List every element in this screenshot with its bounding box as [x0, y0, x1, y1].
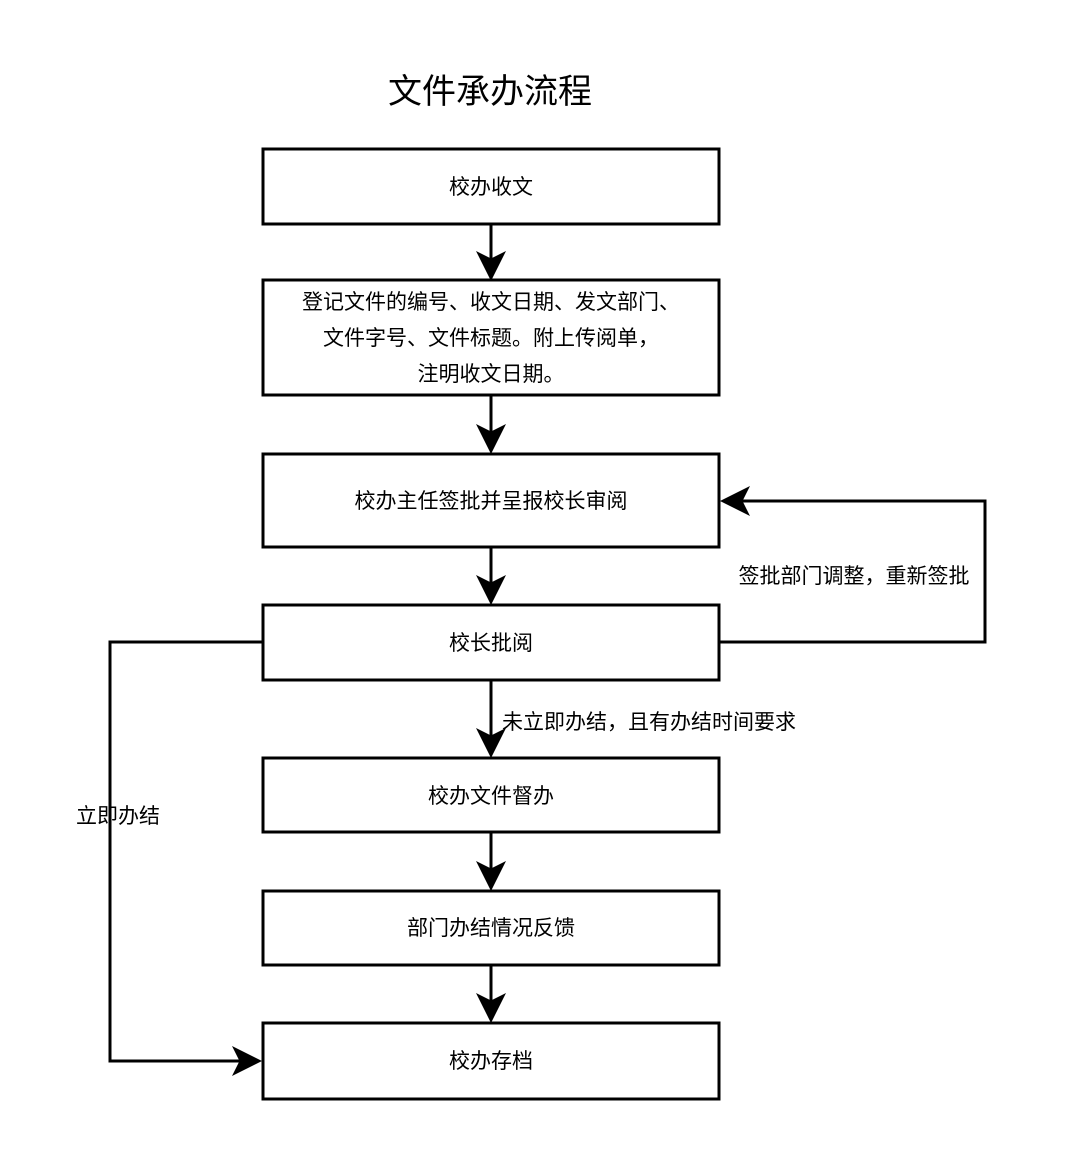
node-principal-review-label: 校长批阅 [449, 631, 533, 655]
node-receive-label: 校办收文 [449, 175, 533, 199]
node-archive: 校办存档 [261, 1021, 721, 1101]
label-not-immediate: 未立即办结，且有办结时间要求 [502, 710, 796, 734]
node-director-review: 校办主任签批并呈报校长审阅 [261, 452, 721, 549]
label-readjust: 签批部门调整，重新签批 [739, 564, 970, 588]
node-feedback: 部门办结情况反馈 [261, 889, 721, 967]
arrow-readjust-loop [720, 486, 987, 644]
node-archive-label: 校办存档 [449, 1049, 533, 1073]
node-register-line-2: 文件字号、文件标题。附上传阅单， [323, 326, 659, 350]
arrow-immediate-to-archive [108, 640, 263, 1076]
node-director-review-label: 校办主任签批并呈报校长审阅 [355, 489, 628, 513]
node-register-line-1: 登记文件的编号、收文日期、发文部门、 [302, 290, 680, 314]
diagram-title: 文件承办流程 [388, 72, 592, 112]
node-supervise: 校办文件督办 [261, 756, 721, 834]
node-principal-review: 校长批阅 [261, 603, 721, 682]
node-register: 登记文件的编号、收文日期、发文部门、 文件字号、文件标题。附上传阅单， 注明收文… [261, 278, 721, 397]
node-register-line-3: 注明收文日期。 [418, 362, 565, 386]
label-immediate: 立即办结 [76, 804, 160, 828]
node-receive: 校办收文 [261, 147, 721, 226]
node-feedback-label: 部门办结情况反馈 [407, 916, 575, 940]
node-supervise-label: 校办文件督办 [428, 784, 554, 808]
